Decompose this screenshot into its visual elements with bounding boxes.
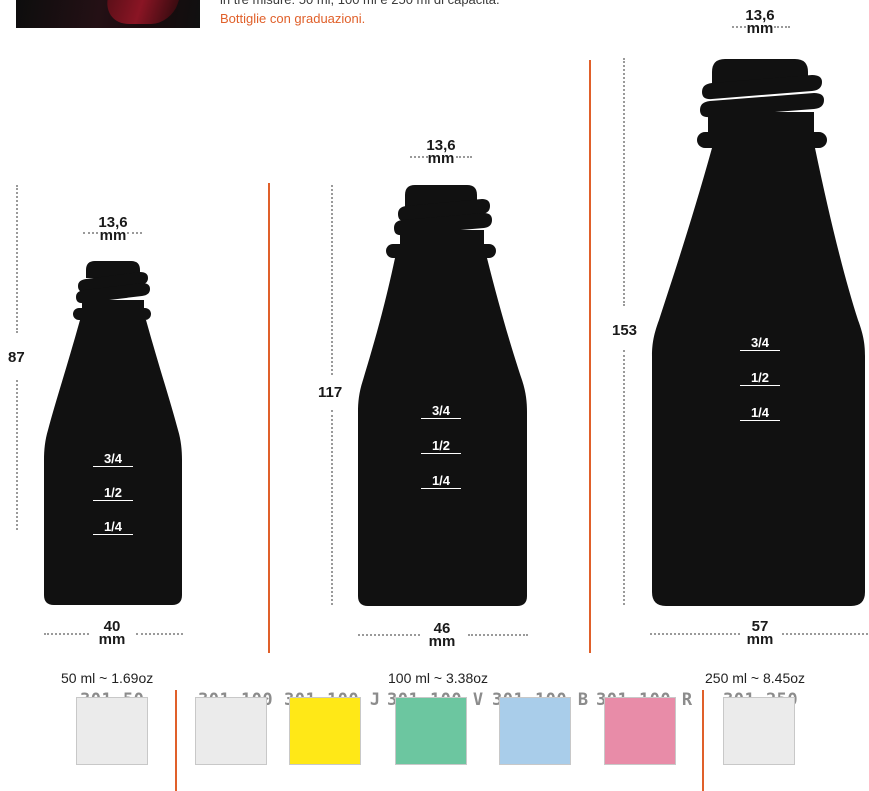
- graduation-1-2-50: 1/2: [93, 485, 133, 501]
- product-photo: [16, 0, 200, 28]
- height-guide-100: [331, 185, 333, 375]
- color-swatch-clear-250: [723, 697, 795, 765]
- height-label-250: 153: [612, 322, 638, 339]
- base-diameter-50: 40 mm: [98, 618, 126, 648]
- height-label-100: 117: [318, 384, 343, 401]
- graduation-3-4-250: 3/4: [740, 335, 780, 351]
- neck-diameter-100: 13,6 mm: [426, 137, 456, 167]
- color-swatch-yellow: [289, 697, 361, 765]
- color-swatch-clear-100: [195, 697, 267, 765]
- base-diameter-100: 46 mm: [428, 620, 456, 650]
- height-guide-250: [623, 58, 625, 306]
- code-divider-2: [702, 690, 704, 791]
- graduation-1-4-100: 1/4: [421, 473, 461, 489]
- height-guide-50: [16, 185, 18, 333]
- bottle-divider-2: [589, 60, 591, 653]
- graduation-1-2-100: 1/2: [421, 438, 461, 454]
- graduation-3-4-50: 3/4: [93, 451, 133, 467]
- graduation-1-2-250: 1/2: [740, 370, 780, 386]
- graduation-3-4-100: 3/4: [421, 403, 461, 419]
- graduation-1-4-50: 1/4: [93, 519, 133, 535]
- color-swatch-blue: [499, 697, 571, 765]
- height-guide-250-lower: [623, 350, 625, 605]
- color-swatch-green: [395, 697, 467, 765]
- base-diameter-250: 57 mm: [746, 618, 774, 648]
- volume-100: 100 ml ~ 3.38oz: [388, 670, 489, 686]
- bottle-divider-1: [268, 183, 270, 653]
- volume-250: 250 ml ~ 8.45oz: [705, 670, 806, 686]
- volume-50: 50 ml ~ 1.69oz: [61, 670, 154, 686]
- color-swatch-pink: [604, 697, 676, 765]
- graduation-1-4-250: 1/4: [740, 405, 780, 421]
- height-label-50: 87: [8, 349, 25, 366]
- intro-subtitle: Bottiglie con graduazioni.: [220, 11, 366, 26]
- code-divider-1: [175, 690, 177, 791]
- intro-text: in tre misure: 50 ml, 100 ml e 250 ml di…: [220, 0, 500, 8]
- color-swatch-clear-50: [76, 697, 148, 765]
- neck-diameter-50: 13,6 mm: [98, 214, 128, 244]
- neck-diameter-250: 13,6 mm: [745, 7, 775, 37]
- height-guide-100-lower: [331, 410, 333, 605]
